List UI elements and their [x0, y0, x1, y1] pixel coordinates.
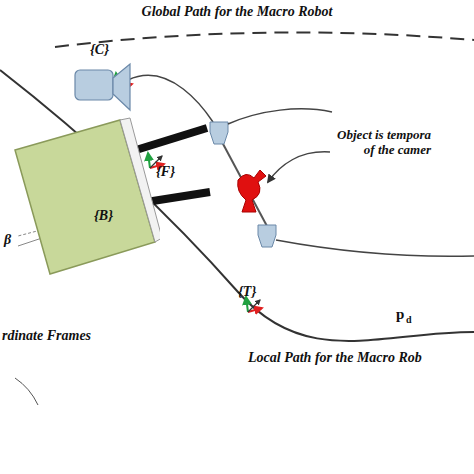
local-path: [0, 70, 474, 341]
body-shape: [10, 112, 160, 280]
axis-triad: [246, 297, 262, 312]
angle-symbol: β: [4, 232, 11, 248]
callout-text: Object is tempora of the camer: [332, 128, 431, 158]
vector-symbol: p: [396, 306, 404, 323]
subscript: d: [406, 314, 412, 326]
frame-label: {F}: [156, 164, 175, 180]
frame-label: {C}: [90, 42, 109, 58]
path-label: Local Path for the Macro Rob: [248, 350, 422, 366]
frame-label: {T}: [238, 284, 256, 300]
section-text: rdinate Frames: [2, 328, 91, 344]
robot-body-node: {B}: [10, 112, 160, 280]
frame-label: {B}: [94, 208, 113, 224]
camera-link: [128, 75, 213, 122]
manipulator: [210, 109, 474, 256]
global-path: [55, 32, 474, 47]
camera-node: {C}: [70, 42, 136, 116]
title-text: Global Path for the Macro Robot: [142, 4, 333, 20]
